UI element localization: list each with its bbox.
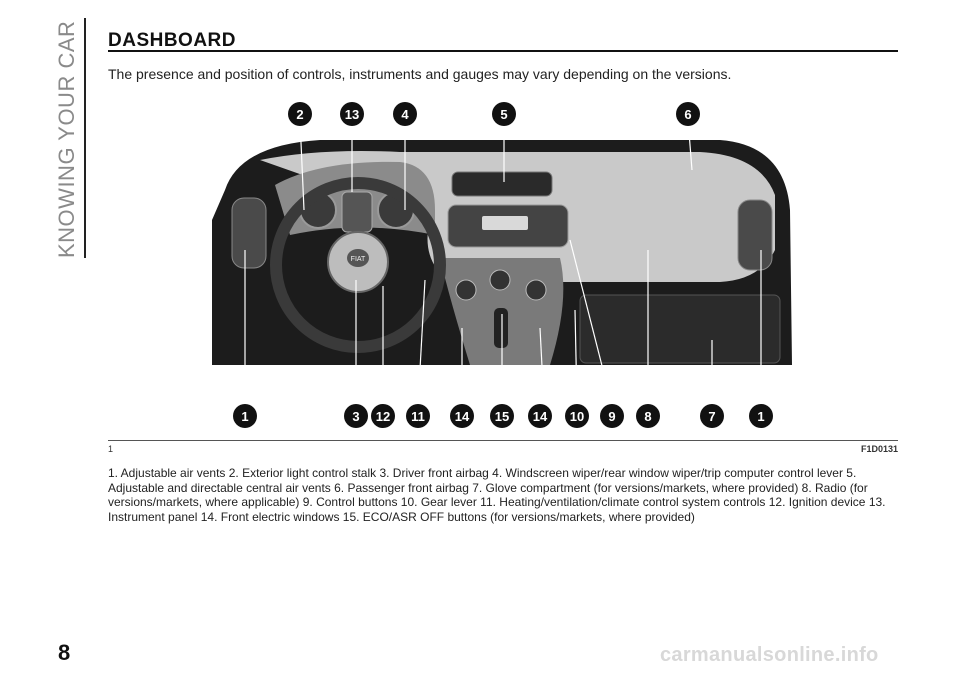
callout-14-left	[450, 404, 474, 428]
center-display	[341, 191, 373, 233]
gear-lever	[494, 308, 508, 348]
callout-6	[676, 102, 700, 126]
figure-code: F1D0131	[860, 444, 898, 454]
callout-11	[406, 404, 430, 428]
callout-12	[371, 404, 395, 428]
callout-7-label: 7	[708, 409, 715, 424]
hvac-knob-3	[525, 279, 547, 301]
central-vent	[451, 171, 553, 197]
right-side-vent	[737, 199, 773, 271]
page-title: DASHBOARD	[108, 30, 236, 51]
callout-13	[340, 102, 364, 126]
glove-box	[579, 294, 781, 364]
figure-number: 1	[108, 444, 114, 454]
left-side-vent	[231, 197, 267, 269]
callout-13-label: 13	[345, 107, 359, 122]
callouts-bottom: 1 3 12 11 14 15 14 10 9 8 7 1	[233, 404, 773, 428]
watermark: carmanualsonline.info	[660, 644, 879, 666]
callout-14-left-label: 14	[455, 409, 470, 424]
radio-display	[482, 216, 528, 230]
callout-8	[636, 404, 660, 428]
title-rule	[108, 50, 898, 52]
page-number: 8	[58, 640, 71, 665]
callout-14-right-label: 14	[533, 409, 548, 424]
callout-15-label: 15	[495, 409, 509, 424]
callout-2	[288, 102, 312, 126]
section-label: KNOWING YOUR CAR	[54, 20, 79, 258]
leader-lines-top	[299, 119, 693, 211]
callout-7	[700, 404, 724, 428]
callout-2-label: 2	[296, 107, 303, 122]
callout-5	[492, 102, 516, 126]
callout-1-right-label: 1	[757, 409, 764, 424]
figure-caption: 1. Adjustable air vents 2. Exterior ligh…	[108, 466, 886, 524]
figure-rule	[108, 440, 898, 441]
callout-1-left-label: 1	[241, 409, 248, 424]
callout-3-label: 3	[352, 409, 359, 424]
callout-4-label: 4	[401, 107, 409, 122]
callout-14-right	[528, 404, 552, 428]
callout-12-label: 12	[376, 409, 390, 424]
callout-5-label: 5	[500, 107, 507, 122]
callouts-top: 2 13 4 5 6	[288, 102, 700, 126]
callout-4	[393, 102, 417, 126]
leader-lines-bottom	[244, 239, 762, 406]
callout-11-label: 11	[411, 409, 425, 424]
callout-1-left	[233, 404, 257, 428]
callout-8-label: 8	[644, 409, 651, 424]
hvac-knob-1	[455, 279, 477, 301]
callout-9	[600, 404, 624, 428]
callout-15	[490, 404, 514, 428]
callout-1-right	[749, 404, 773, 428]
callout-9-label: 9	[608, 409, 615, 424]
fiat-logo-text: FIAT	[351, 256, 366, 263]
fiat-logo	[347, 249, 369, 267]
hvac-knob-2	[489, 269, 511, 291]
callout-6-label: 6	[684, 107, 691, 122]
section-divider	[84, 18, 86, 258]
intro-text: The presence and position of controls, i…	[108, 66, 732, 82]
callout-3	[344, 404, 368, 428]
steering-wheel	[270, 177, 446, 353]
callout-10	[565, 404, 589, 428]
dashboard-figure: FIAT 2 13 4 5 6 1	[212, 102, 792, 428]
callout-10-label: 10	[570, 409, 584, 424]
